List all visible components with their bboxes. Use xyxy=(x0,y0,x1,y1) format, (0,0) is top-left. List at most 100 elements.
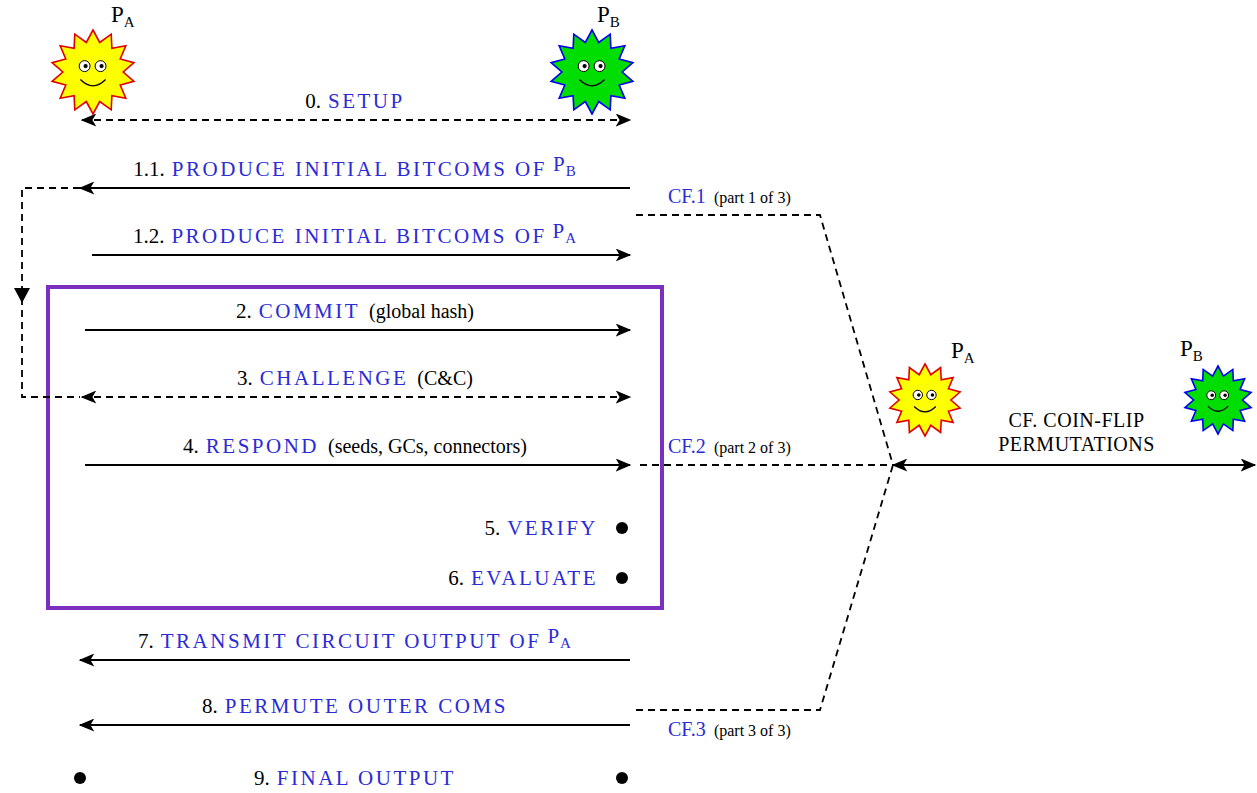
step-note: (global hash) xyxy=(369,300,474,323)
step-number: 3. xyxy=(237,366,253,390)
star-smile xyxy=(914,406,936,411)
step-note: (seeds, GCs, connectors) xyxy=(328,435,527,458)
step-name: SETUP xyxy=(328,89,405,113)
step-dot xyxy=(616,772,628,784)
coin-flip-tag: CF.1 xyxy=(668,185,706,208)
step-number: 1.2. xyxy=(133,224,165,248)
step-name: CHALLENGE xyxy=(260,366,408,390)
step-name: COMMIT xyxy=(259,299,360,323)
step-number: 5. xyxy=(484,516,500,540)
step-name: PRODUCE INITIAL BITCOMS OF xyxy=(172,157,547,181)
coin-flip-tag: CF.3 xyxy=(668,718,706,741)
message-arrow xyxy=(92,254,630,256)
step-number: 4. xyxy=(183,434,199,458)
step-row: 2. COMMIT (global hash) xyxy=(80,299,630,323)
step-name: EVALUATE xyxy=(471,566,598,590)
step-row: 6. EVALUATE xyxy=(80,566,598,590)
star-outline xyxy=(890,364,960,436)
star-pupil xyxy=(917,393,921,397)
star-pupil xyxy=(1223,394,1226,397)
step-name: FINAL OUTPUT xyxy=(277,766,456,790)
star-eye xyxy=(927,390,936,399)
party-star: PA xyxy=(893,338,973,470)
step-dot xyxy=(616,572,628,584)
phase-frame xyxy=(48,287,662,608)
star-eye xyxy=(79,61,90,72)
party-star: PB xyxy=(1180,338,1255,470)
party-name: PA xyxy=(111,2,135,35)
message-arrow xyxy=(80,187,630,189)
star-pupil xyxy=(931,393,935,397)
star-pupil xyxy=(84,64,88,68)
star-pupil xyxy=(598,64,602,68)
star-smile xyxy=(579,80,604,86)
step-dot xyxy=(616,522,628,534)
message-arrow xyxy=(85,329,630,331)
step-row: 1.1. PRODUCE INITIAL BITCOMS OFPB xyxy=(80,152,630,181)
party-name: PB xyxy=(553,152,577,180)
party-star: PB xyxy=(545,2,655,117)
part-note: (part 2 of 3) xyxy=(714,439,791,457)
star-eye xyxy=(913,390,922,399)
coin-flip-line xyxy=(636,215,893,465)
step-row: 0. SETUP xyxy=(80,89,630,113)
step-row: 1.2.PRODUCE INITIAL BITCOMS OF PA xyxy=(80,219,630,248)
star-outline xyxy=(551,30,633,114)
star-outline xyxy=(52,30,134,114)
coin-flip-line xyxy=(640,464,893,466)
step-number: 2. xyxy=(236,299,252,323)
step-row: CF.2 (part 2 of 3) xyxy=(668,435,818,458)
part-note: (part 3 of 3) xyxy=(714,722,791,740)
message-arrow xyxy=(82,119,630,121)
party-name: PA xyxy=(547,624,572,652)
star-eye xyxy=(95,61,106,72)
step-name: PERMUTE OUTER COMS xyxy=(225,694,508,718)
message-arrow xyxy=(80,659,630,661)
part-note: (part 1 of 3) xyxy=(714,189,791,207)
step-note: (C&C) xyxy=(417,367,473,390)
step-number: 8. xyxy=(202,694,218,718)
coin-flip-line xyxy=(636,465,893,710)
dependency-line xyxy=(22,188,80,397)
step-row: 5. VERIFY xyxy=(80,516,598,540)
star-pupil xyxy=(583,64,587,68)
star-pupil xyxy=(99,64,103,68)
party-name: PA xyxy=(553,219,578,247)
edge-label: CF. COIN-FLIP PERMUTATIONS xyxy=(977,408,1177,456)
star-eye xyxy=(1220,391,1229,400)
step-row: 9.FINAL OUTPUT xyxy=(80,766,630,790)
step-name: VERIFY xyxy=(507,516,598,540)
step-row: 3. CHALLENGE (C&C) xyxy=(80,366,630,390)
star-eye xyxy=(594,61,605,72)
step-number: 7. xyxy=(138,629,154,653)
step-row: 8. PERMUTE OUTER COMS xyxy=(80,694,630,718)
message-arrow xyxy=(82,396,630,398)
step-row: 7. TRANSMIT CIRCUIT OUTPUT OFPA xyxy=(80,624,630,653)
coin-flip-arrow xyxy=(893,464,1255,466)
arrow-head xyxy=(14,288,30,303)
message-arrow xyxy=(80,724,630,726)
star-pupil xyxy=(1211,394,1214,397)
party-name: PA xyxy=(951,338,975,371)
message-arrow xyxy=(85,464,630,466)
step-number: 1.1. xyxy=(133,157,165,181)
party-name: PB xyxy=(597,2,620,35)
step-name: PRODUCE INITIAL BITCOMS OF xyxy=(171,224,546,248)
star-figure xyxy=(45,2,155,117)
star-smile xyxy=(1208,406,1228,411)
star-eye xyxy=(1207,391,1216,400)
star-eye xyxy=(578,61,589,72)
step-dot xyxy=(74,772,86,784)
coin-flip-tag: CF.2 xyxy=(668,435,706,458)
step-number: 6. xyxy=(448,566,464,590)
star-smile xyxy=(80,80,105,86)
step-number: 0. xyxy=(305,89,321,113)
party-star: PA xyxy=(45,2,155,117)
star-outline xyxy=(1185,366,1251,434)
party-name: PB xyxy=(1180,336,1203,369)
step-row: CF.1 (part 1 of 3) xyxy=(668,185,818,208)
step-name: TRANSMIT CIRCUIT OUTPUT OF xyxy=(161,629,542,653)
step-row: CF.3 (part 3 of 3) xyxy=(668,718,818,741)
